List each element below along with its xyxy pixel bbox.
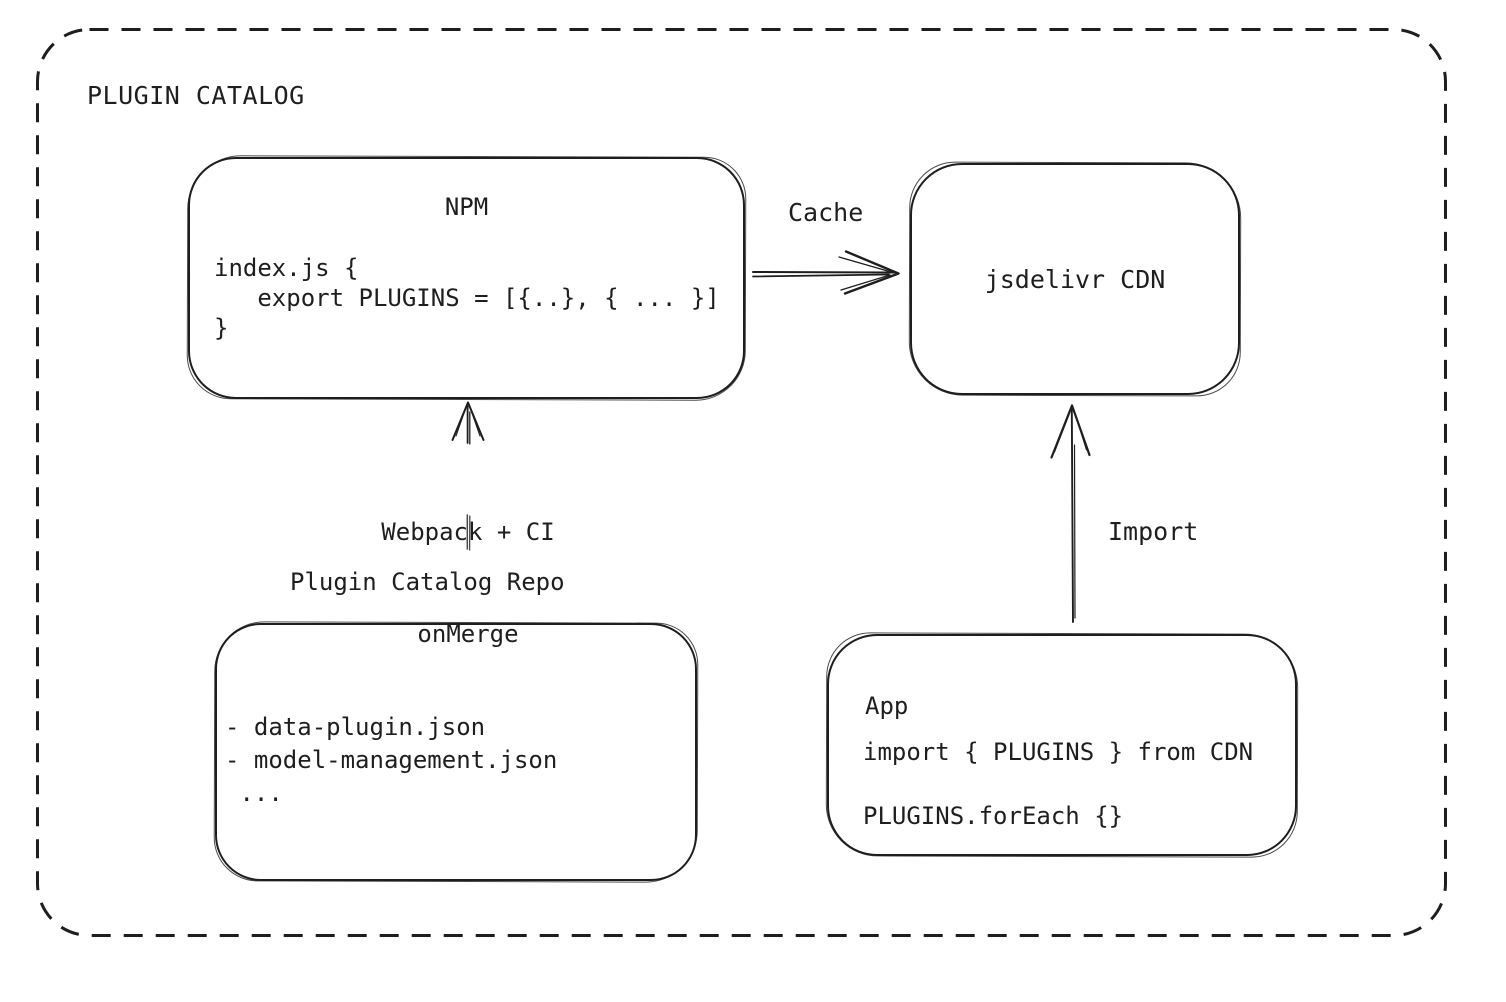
npm-code-line: export PLUGINS = [{..}, { ... }] xyxy=(214,284,720,312)
import-arrow-shaft xyxy=(1070,408,1074,623)
import-arrow-head-left xyxy=(1050,404,1074,459)
cdn-node: jsdelivr CDN xyxy=(910,163,1240,395)
build-arrow-head-sketch-1 xyxy=(455,405,468,437)
cache-arrow-shaft xyxy=(752,271,895,274)
cache-arrow xyxy=(752,250,900,295)
cache-arrow-shaft-2 xyxy=(752,273,890,278)
npm-node: NPM index.js { export PLUGINS = [{..}, {… xyxy=(188,157,745,399)
cache-arrow-head xyxy=(843,250,900,295)
build-arrow-head-left xyxy=(451,401,469,441)
app-node-title: App xyxy=(865,692,909,720)
frame-title: PLUGIN CATALOG xyxy=(87,81,305,110)
cache-arrow-head-sketch-1 xyxy=(838,256,894,274)
cdn-node-title: jsdelivr CDN xyxy=(984,264,1166,294)
app-code-line: import { PLUGINS } from CDN xyxy=(863,738,1254,766)
import-arrow-head-sketch-2 xyxy=(1073,411,1088,451)
repo-file-item: - model-management.json xyxy=(225,746,558,774)
app-code-line: PLUGINS.forEach {} xyxy=(863,802,1124,830)
repo-file-list: - data-plugin.json - model-management.js… xyxy=(225,711,557,810)
build-arrow-head-sketch-2 xyxy=(468,405,481,437)
repo-file-item: - data-plugin.json xyxy=(225,713,486,741)
build-arrow-head-right xyxy=(467,401,485,441)
import-arrow xyxy=(1050,404,1091,623)
npm-code-line: index.js { xyxy=(214,254,359,282)
build-edge-label-line1: Webpack + CI xyxy=(381,518,555,546)
cache-arrow-head-sketch-2 xyxy=(840,274,891,291)
import-arrow-shaft-2 xyxy=(1073,444,1076,619)
app-node: App import { PLUGINS } from CDN PLUGINS.… xyxy=(827,634,1297,856)
repo-node-heading: Plugin Catalog Repo xyxy=(290,568,565,596)
repo-node: - data-plugin.json - model-management.js… xyxy=(215,623,697,881)
npm-code-block: index.js { export PLUGINS = [{..}, { ...… xyxy=(214,253,720,343)
import-arrow-head-right xyxy=(1070,404,1091,457)
import-edge-label: Import xyxy=(1108,517,1199,546)
npm-node-title: NPM xyxy=(444,193,489,221)
npm-code-line: } xyxy=(214,314,229,342)
import-arrow-head-sketch-1 xyxy=(1053,411,1071,453)
repo-file-item: ... xyxy=(225,779,283,807)
cache-edge-label: Cache xyxy=(788,198,864,227)
